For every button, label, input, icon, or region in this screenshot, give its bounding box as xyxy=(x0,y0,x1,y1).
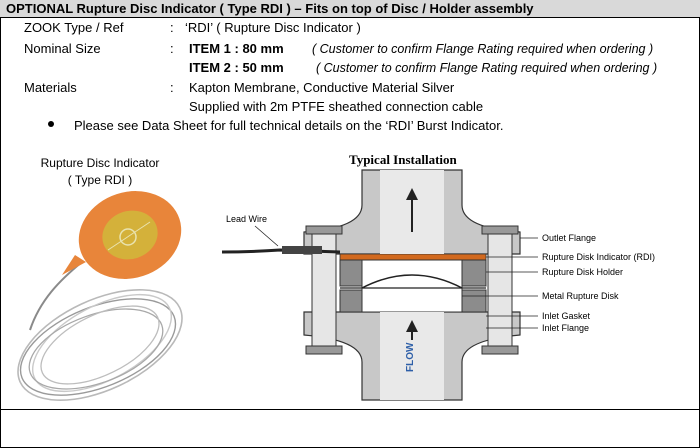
size-label: Nominal Size xyxy=(24,41,101,56)
materials-label: Materials xyxy=(24,80,77,95)
lead-wire-label: Lead Wire xyxy=(226,214,268,224)
rdi-label: Rupture Disk Indicator (RDI) xyxy=(542,252,656,262)
metal-disk-label: Metal Rupture Disk xyxy=(542,291,619,301)
type-label: ZOOK Type / Ref xyxy=(24,20,124,35)
diagram-title: Typical Installation xyxy=(349,152,457,167)
product-caption-line1: Rupture Disc Indicator xyxy=(40,156,160,170)
size-colon: : xyxy=(170,41,174,56)
item1-value: ITEM 1 : 80 mm xyxy=(189,41,284,56)
item1-note: ( Customer to confirm Flange Rating requ… xyxy=(312,42,654,56)
materials-value-2: Supplied with 2m PTFE sheathed connectio… xyxy=(189,99,484,114)
type-colon: : xyxy=(170,20,174,35)
flow-label: FLOW xyxy=(405,342,416,372)
product-caption-line2: ( Type RDI ) xyxy=(67,173,133,187)
bullet-icon xyxy=(48,121,54,127)
bottom-divider xyxy=(0,409,700,410)
bullet-text: Please see Data Sheet for full technical… xyxy=(74,118,504,133)
page-title: OPTIONAL Rupture Disc Indicator ( Type R… xyxy=(6,1,534,16)
inlet-gasket-label: Inlet Gasket xyxy=(542,311,591,321)
holder-label: Rupture Disk Holder xyxy=(542,267,624,277)
inlet-flange-label: Inlet Flange xyxy=(542,323,590,333)
outlet-flange-label: Outlet Flange xyxy=(542,233,597,243)
item2-note: ( Customer to confirm Flange Rating requ… xyxy=(316,61,658,75)
type-value: ‘RDI’ ( Rupture Disc Indicator ) xyxy=(185,20,361,35)
materials-value: Kapton Membrane, Conductive Material Sil… xyxy=(189,80,455,95)
item2-value: ITEM 2 : 50 mm xyxy=(189,60,284,75)
header-bar: OPTIONAL Rupture Disc Indicator ( Type R… xyxy=(0,0,700,18)
materials-colon: : xyxy=(170,80,174,95)
